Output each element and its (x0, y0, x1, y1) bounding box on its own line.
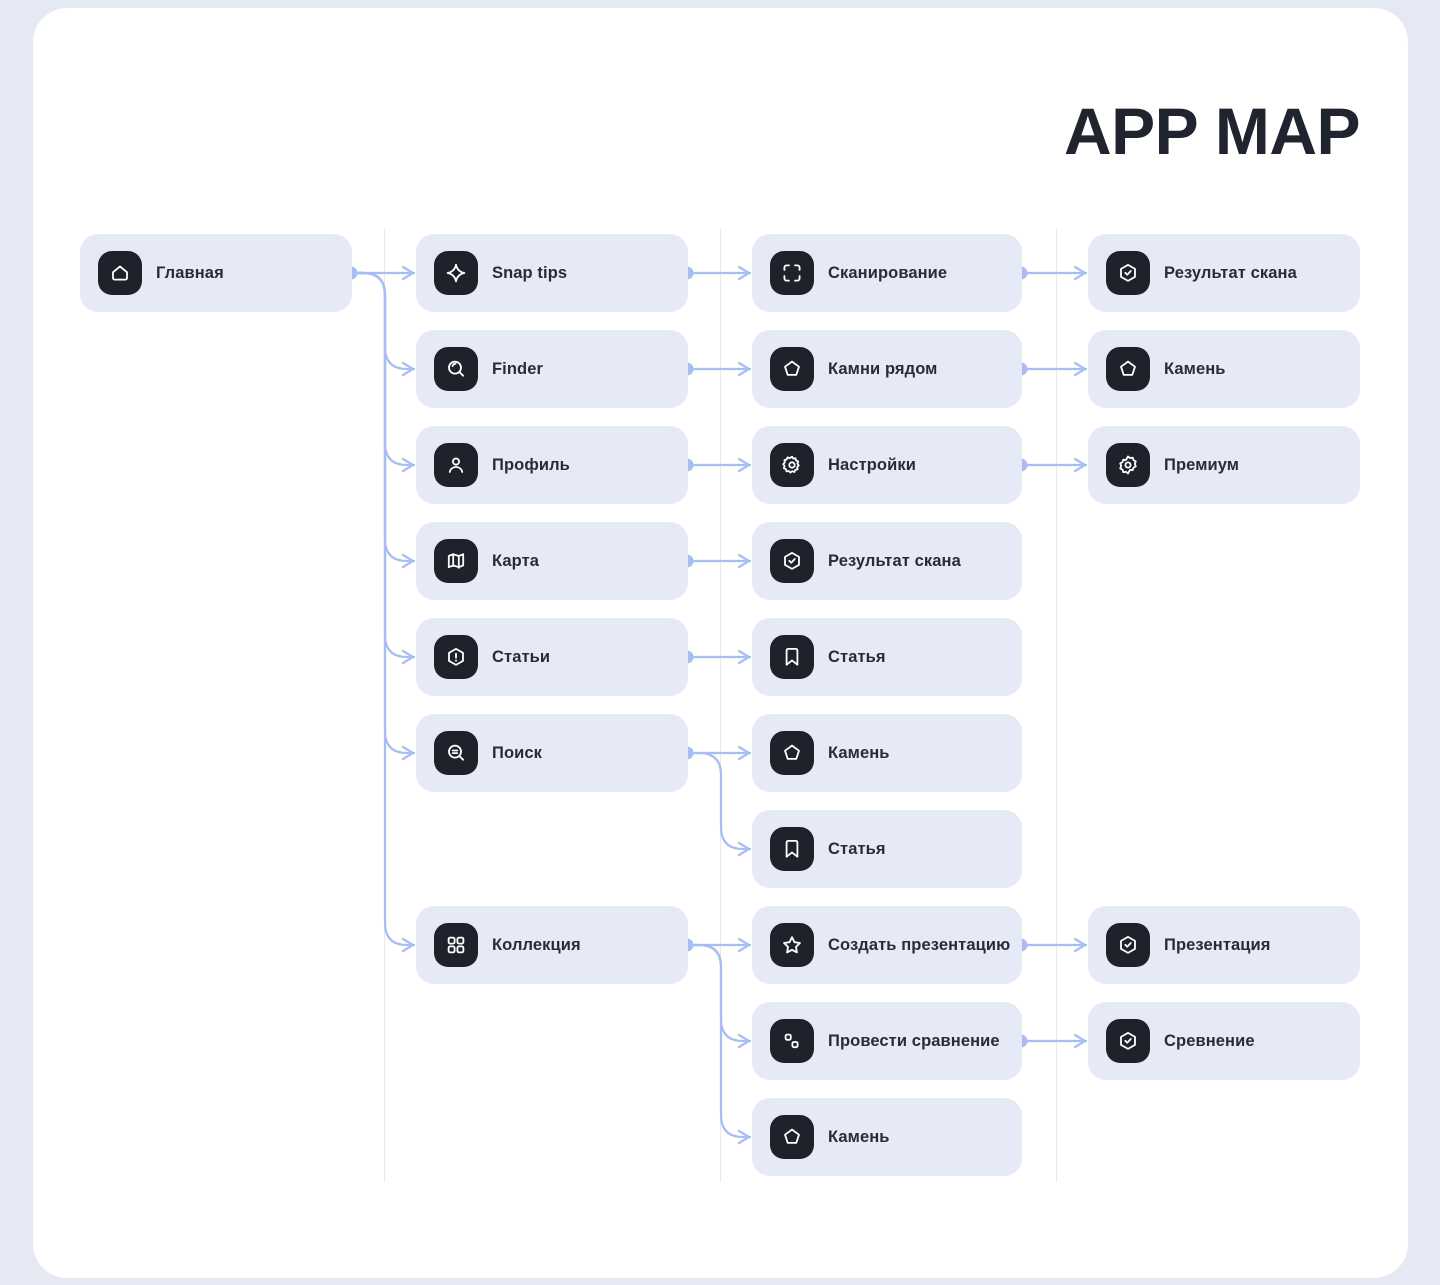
node-label: Камень (828, 1127, 890, 1146)
compare-icon (770, 1019, 814, 1063)
node-finder[interactable]: Finder (416, 330, 688, 408)
node-label: Презентация (1164, 935, 1271, 954)
hex-alert-icon (434, 635, 478, 679)
user-icon (434, 443, 478, 487)
node-stone3[interactable]: Камень (752, 714, 1022, 792)
node-presentation[interactable]: Презентация (1088, 906, 1360, 984)
node-label: Статья (828, 839, 886, 858)
node-map[interactable]: Карта (416, 522, 688, 600)
node-snaptips[interactable]: Snap tips (416, 234, 688, 312)
gem-icon (770, 347, 814, 391)
node-label: Настройки (828, 455, 916, 474)
node-articles[interactable]: Статьи (416, 618, 688, 696)
node-scanres3[interactable]: Результат скана (752, 522, 1022, 600)
gem-icon (770, 731, 814, 775)
node-label: Коллекция (492, 935, 581, 954)
gem-icon (1106, 347, 1150, 391)
hex-check-icon (1106, 1019, 1150, 1063)
node-label: Статьи (492, 647, 551, 666)
star-icon (770, 923, 814, 967)
hex-check-icon (1106, 251, 1150, 295)
gem-icon (770, 1115, 814, 1159)
scan-frame-icon (770, 251, 814, 295)
node-label: Камень (828, 743, 890, 762)
node-article3b[interactable]: Статья (752, 810, 1022, 888)
bookmark-icon (770, 635, 814, 679)
sparkle-icon (434, 251, 478, 295)
map-icon (434, 539, 478, 583)
node-search[interactable]: Поиск (416, 714, 688, 792)
column-divider-3 (1056, 228, 1057, 1182)
node-compare[interactable]: Провести сравнение (752, 1002, 1022, 1080)
node-stone4[interactable]: Камень (1088, 330, 1360, 408)
node-label: Результат скана (1164, 263, 1297, 282)
home-icon (98, 251, 142, 295)
node-label: Finder (492, 359, 544, 378)
node-label: Статья (828, 647, 886, 666)
bookmark-icon (770, 827, 814, 871)
gear-icon (770, 443, 814, 487)
column-divider-2 (720, 228, 721, 1182)
grid-icon (434, 923, 478, 967)
node-scan[interactable]: Сканирование (752, 234, 1022, 312)
node-profile[interactable]: Профиль (416, 426, 688, 504)
node-stone3c[interactable]: Камень (752, 1098, 1022, 1176)
node-label: Карта (492, 551, 540, 570)
premium-icon (1106, 443, 1150, 487)
node-label: Главная (156, 263, 224, 282)
column-divider-1 (384, 228, 385, 1182)
node-label: Поиск (492, 743, 543, 762)
hex-check-icon (770, 539, 814, 583)
node-premium[interactable]: Премиум (1088, 426, 1360, 504)
node-nearby[interactable]: Камни рядом (752, 330, 1022, 408)
node-home[interactable]: Главная (80, 234, 352, 312)
node-label: Камни рядом (828, 359, 938, 378)
search-photo-icon (434, 347, 478, 391)
node-label: Провести сравнение (828, 1031, 1000, 1050)
node-label: Результат скана (828, 551, 961, 570)
node-label: Профиль (492, 455, 570, 474)
search-minus-icon (434, 731, 478, 775)
node-comparison[interactable]: Сревнение (1088, 1002, 1360, 1080)
node-label: Камень (1164, 359, 1226, 378)
node-label: Сканирование (828, 263, 948, 282)
node-label: Создать презентацию (828, 935, 1011, 954)
node-article3[interactable]: Статья (752, 618, 1022, 696)
node-makepres[interactable]: Создать презентацию (752, 906, 1022, 984)
node-scanres4[interactable]: Результат скана (1088, 234, 1360, 312)
node-label: Премиум (1164, 455, 1240, 474)
page-title: APP MAP (1063, 94, 1361, 168)
node-label: Snap tips (492, 263, 568, 282)
hex-check-icon (1106, 923, 1150, 967)
node-collection[interactable]: Коллекция (416, 906, 688, 984)
node-label: Сревнение (1164, 1031, 1255, 1050)
node-settings[interactable]: Настройки (752, 426, 1022, 504)
